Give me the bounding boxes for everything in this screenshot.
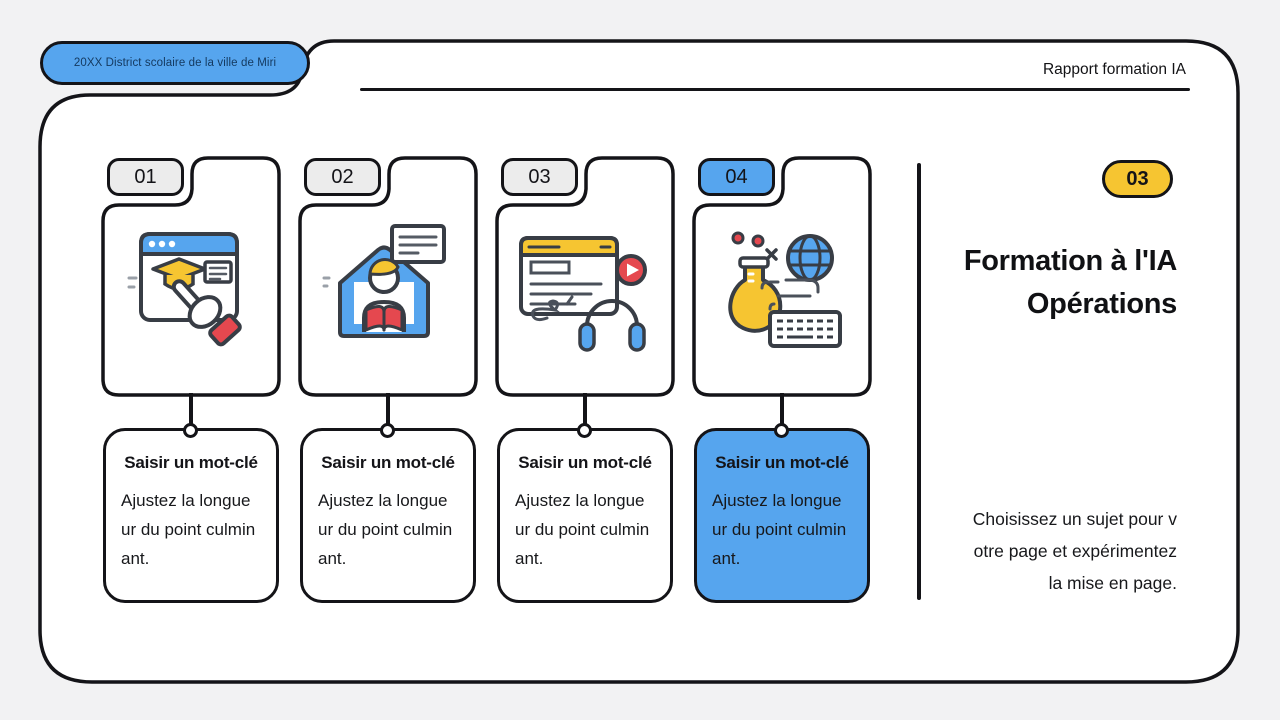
connector-dot	[380, 423, 395, 438]
district-badge-label: 20XX District scolaire de la ville de Mi…	[73, 57, 277, 69]
keyword-card-title: Saisir un mot-clé	[715, 453, 849, 472]
step-tab-4: 04	[698, 158, 775, 196]
step-column-3: 03 Saisir un mot-clé Ajustez la longue u…	[495, 156, 675, 604]
keyword-card-title: Saisir un mot-clé	[124, 453, 258, 472]
vertical-divider	[917, 163, 921, 600]
connector-dot	[577, 423, 592, 438]
step-tab-2: 02	[304, 158, 381, 196]
home-reading-icon	[322, 224, 446, 338]
keyword-card-2: Saisir un mot-clé Ajustez la longue ur d…	[300, 428, 476, 603]
connector-line	[780, 393, 784, 432]
step-number: 03	[528, 165, 551, 188]
step-column-4: 04 Saisir un mot-clé Ajustez la longue u…	[692, 156, 872, 604]
audio-document-icon	[519, 236, 647, 352]
connector-dot	[774, 423, 789, 438]
report-title: Rapport formation IA	[1042, 61, 1186, 78]
connector-dot	[183, 423, 198, 438]
step-tab-1: 01	[107, 158, 184, 196]
keyword-card-body: Ajustez la longue ur du point culmin ant…	[318, 491, 453, 568]
education-browser-icon	[127, 232, 242, 347]
step-column-1: 01 Saisir un mot-clé Ajustez la longue u…	[101, 156, 281, 604]
connector-line	[583, 393, 587, 432]
keyword-card-1: Saisir un mot-clé Ajustez la longue ur d…	[103, 428, 279, 603]
experiment-lab-icon	[728, 231, 842, 348]
keyword-card-title: Saisir un mot-clé	[321, 453, 455, 472]
keyword-card-body: Ajustez la longue ur du point culmin ant…	[515, 491, 650, 568]
step-tab-3: 03	[501, 158, 578, 196]
step-number: 02	[331, 165, 354, 188]
connector-line	[189, 393, 193, 432]
keyword-card-body: Ajustez la longue ur du point culmin ant…	[712, 491, 847, 568]
keyword-card-title: Saisir un mot-clé	[518, 453, 652, 472]
district-badge: 20XX District scolaire de la ville de Mi…	[40, 41, 310, 85]
keyword-card-4: Saisir un mot-clé Ajustez la longue ur d…	[694, 428, 870, 603]
section-title: Formation à l'IA Opérations	[963, 245, 1177, 320]
header-rule	[360, 88, 1190, 91]
keyword-card-3: Saisir un mot-clé Ajustez la longue ur d…	[497, 428, 673, 603]
section-number: 03	[1126, 167, 1149, 190]
connector-line	[386, 393, 390, 432]
step-column-2: 02 Saisir un mot-clé Ajustez la longue u…	[298, 156, 478, 604]
section-number-badge: 03	[1102, 160, 1173, 198]
step-number: 04	[725, 165, 748, 188]
keyword-card-body: Ajustez la longue ur du point culmin ant…	[121, 491, 256, 568]
section-description: Choisissez un sujet pour v otre page et …	[972, 509, 1177, 593]
step-number: 01	[134, 165, 157, 188]
